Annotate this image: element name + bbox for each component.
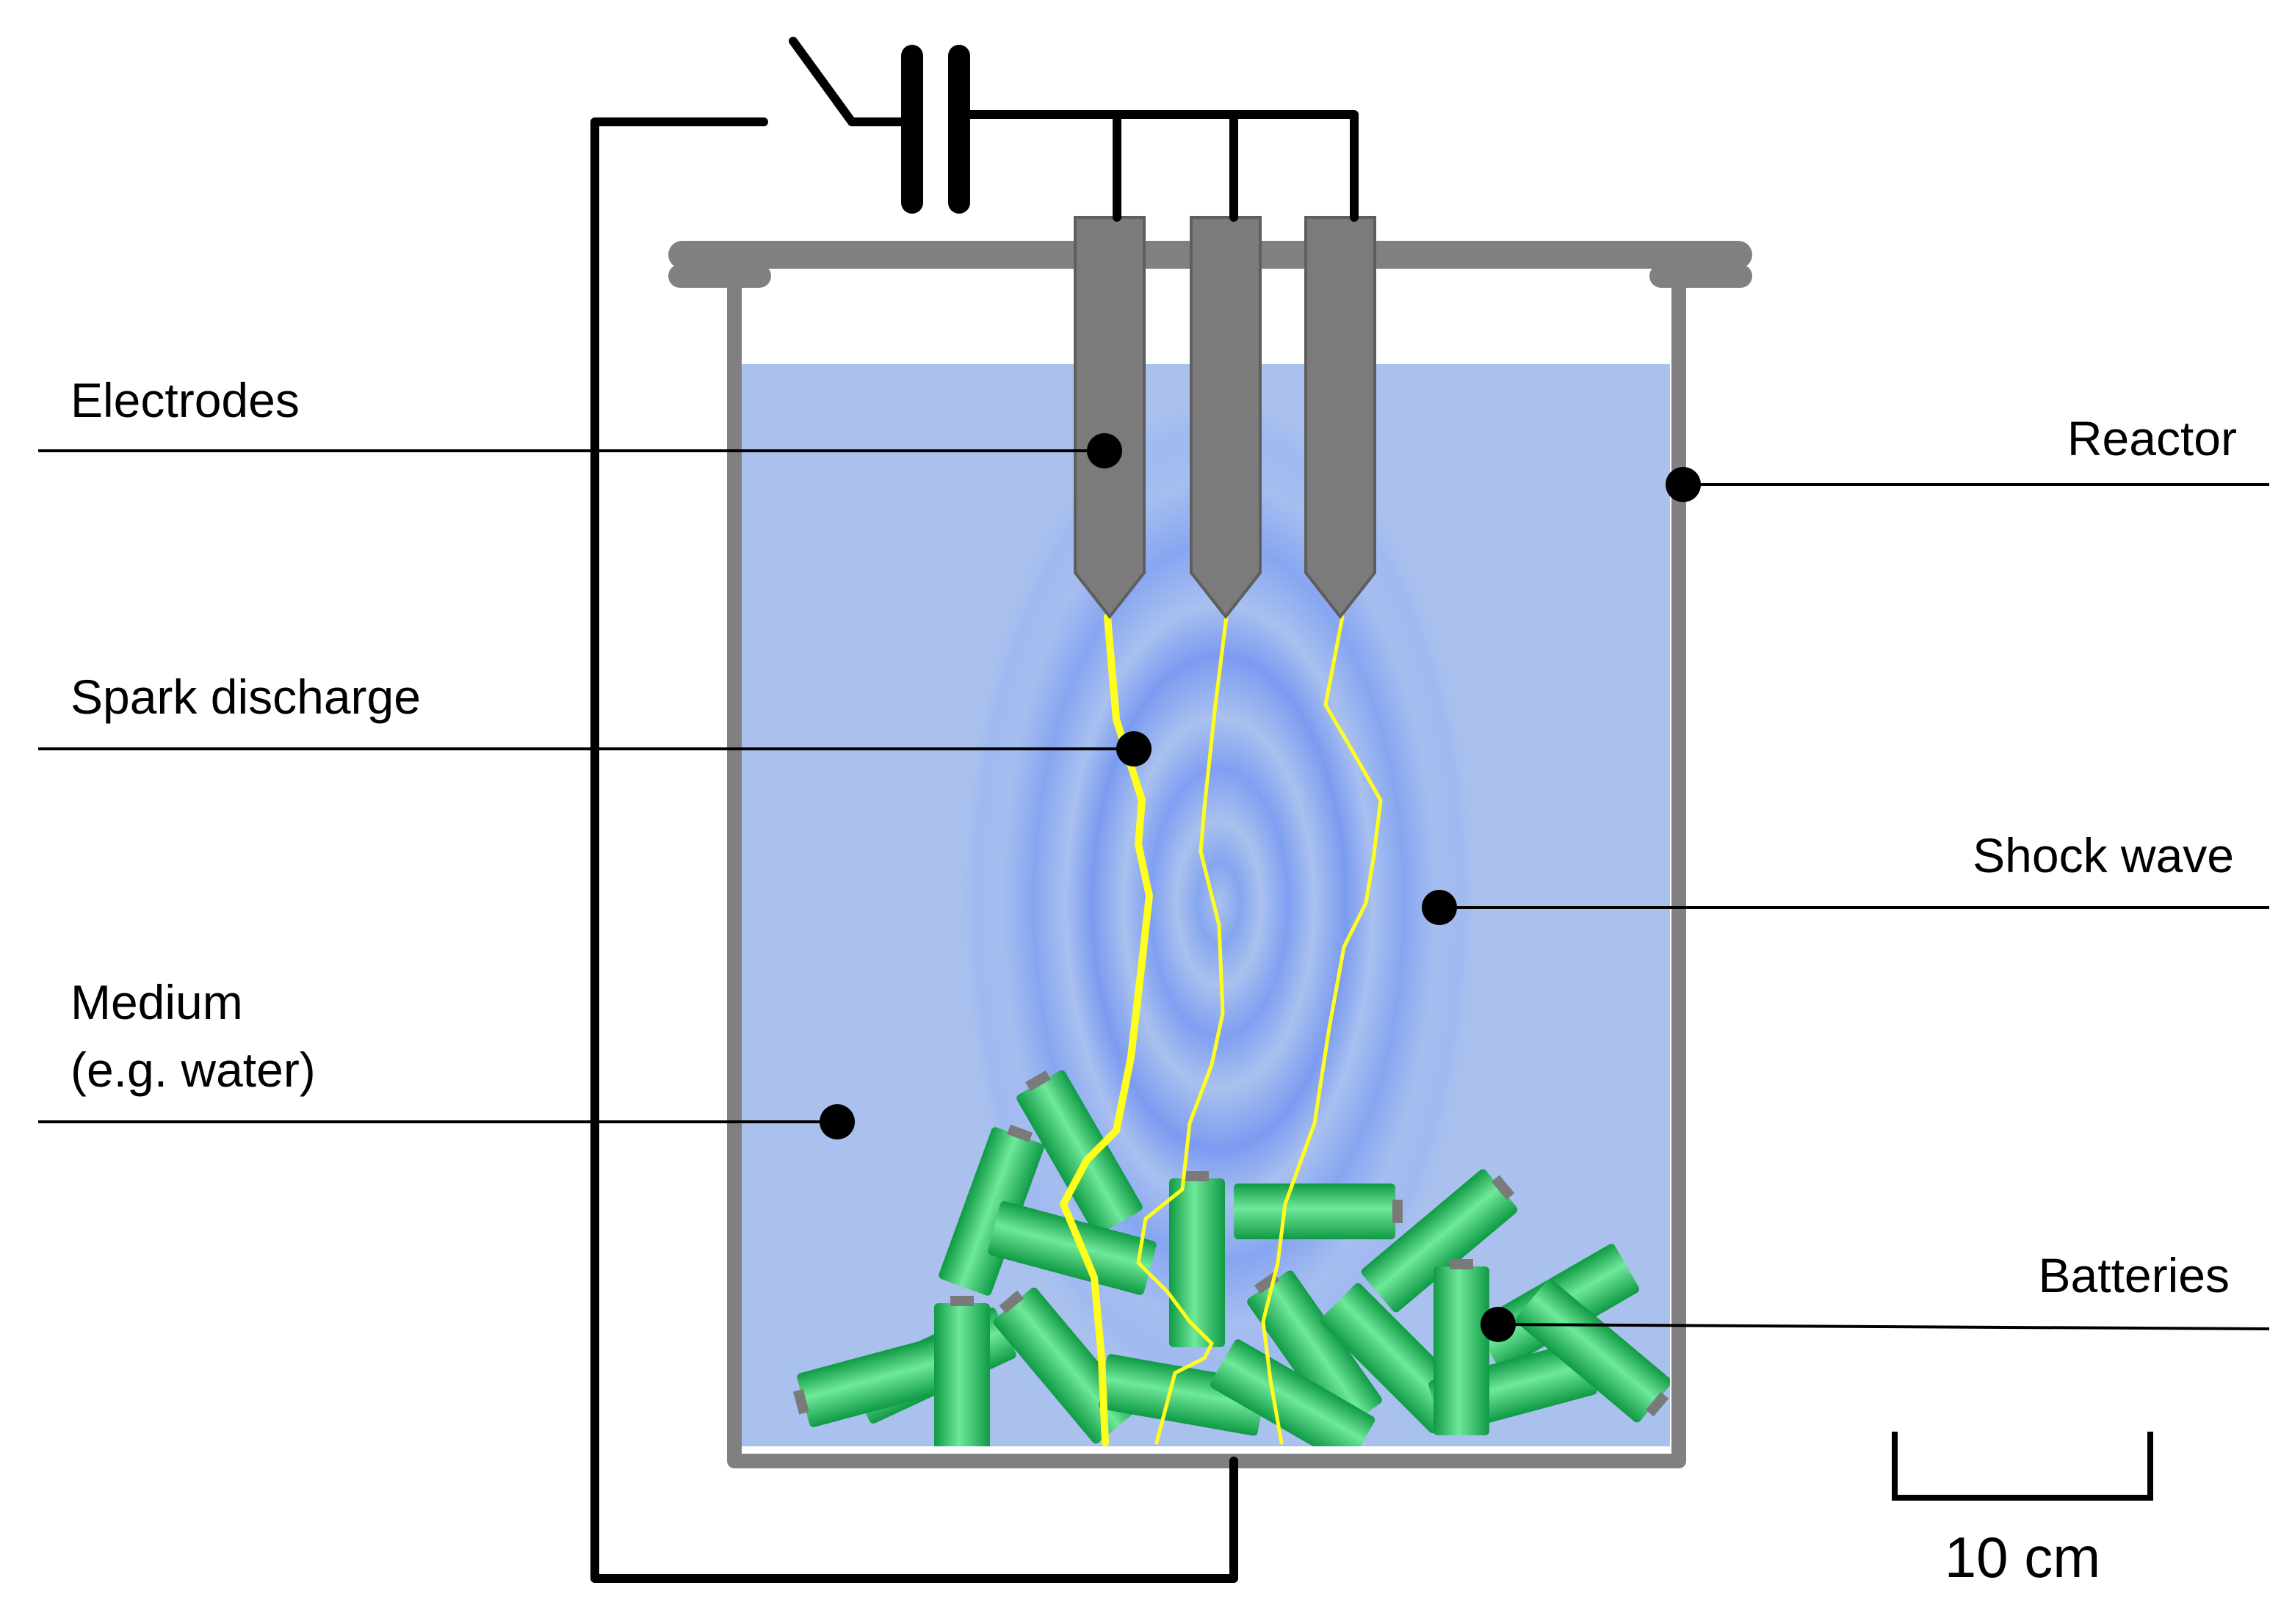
battery (792, 1333, 966, 1427)
battery (1210, 1339, 1376, 1446)
circuit-wiring (590, 37, 1359, 1583)
spark-discharge-3 (1261, 615, 1383, 1445)
label-spark-discharge: Spark discharge (71, 670, 421, 724)
electrode-3 (1304, 216, 1376, 620)
reactor-vessel (727, 288, 1686, 1468)
leader-dots (820, 433, 1701, 1342)
electrode-1 (1074, 216, 1146, 620)
battery (1016, 1070, 1143, 1236)
battery (1361, 1169, 1518, 1313)
scale-bar: 10 cm (1892, 1432, 2153, 1589)
label-reactor: Reactor (2067, 411, 2237, 465)
electrode-2 (1190, 216, 1262, 620)
battery (1169, 1171, 1225, 1347)
battery (1434, 1259, 1489, 1435)
label-medium-line2: (e.g. water) (71, 1043, 316, 1097)
battery (934, 1296, 990, 1446)
electrodes (1074, 216, 1376, 620)
battery (939, 1124, 1044, 1296)
leader-lines (38, 449, 2270, 1330)
dot-shock-wave (1422, 890, 1457, 925)
label-electrodes: Electrodes (71, 373, 300, 427)
battery (1515, 1279, 1670, 1423)
leader-line-batteries (1497, 1323, 2270, 1330)
spark-discharges (1060, 613, 1383, 1446)
battery (1234, 1183, 1403, 1239)
dot-reactor (1666, 467, 1701, 502)
label-shock-wave: Shock wave (1973, 828, 2234, 882)
dot-batteries (1481, 1307, 1516, 1342)
spark-discharge-1 (1060, 613, 1153, 1446)
scale-bar-label: 10 cm (1945, 1525, 2100, 1589)
label-medium-line1: Medium (71, 975, 243, 1029)
dot-spark-discharge (1116, 731, 1152, 766)
capacitor-symbol (901, 45, 970, 214)
dot-medium (820, 1104, 855, 1139)
dot-electrodes (1087, 433, 1122, 468)
batteries-pile (792, 1070, 1670, 1446)
spark-discharge-2 (1136, 615, 1229, 1445)
battery (988, 1201, 1157, 1295)
label-batteries: Batteries (2039, 1248, 2230, 1302)
